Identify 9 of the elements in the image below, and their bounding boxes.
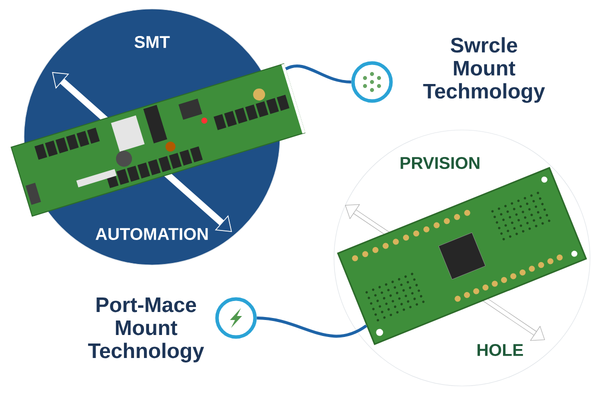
heading: AUTOMATION	[96, 228, 208, 240]
connector-line	[256, 316, 368, 338]
title-text: Swrcle Mount Techmology	[423, 37, 545, 103]
circuit-board-drawing	[10, 63, 306, 217]
title-text: Port-Mace Mount Technology	[88, 298, 204, 362]
connector-line	[285, 64, 352, 84]
heading: SMT	[134, 36, 170, 48]
heading: HOLE	[478, 344, 523, 356]
heading: PRVISION	[400, 156, 480, 170]
